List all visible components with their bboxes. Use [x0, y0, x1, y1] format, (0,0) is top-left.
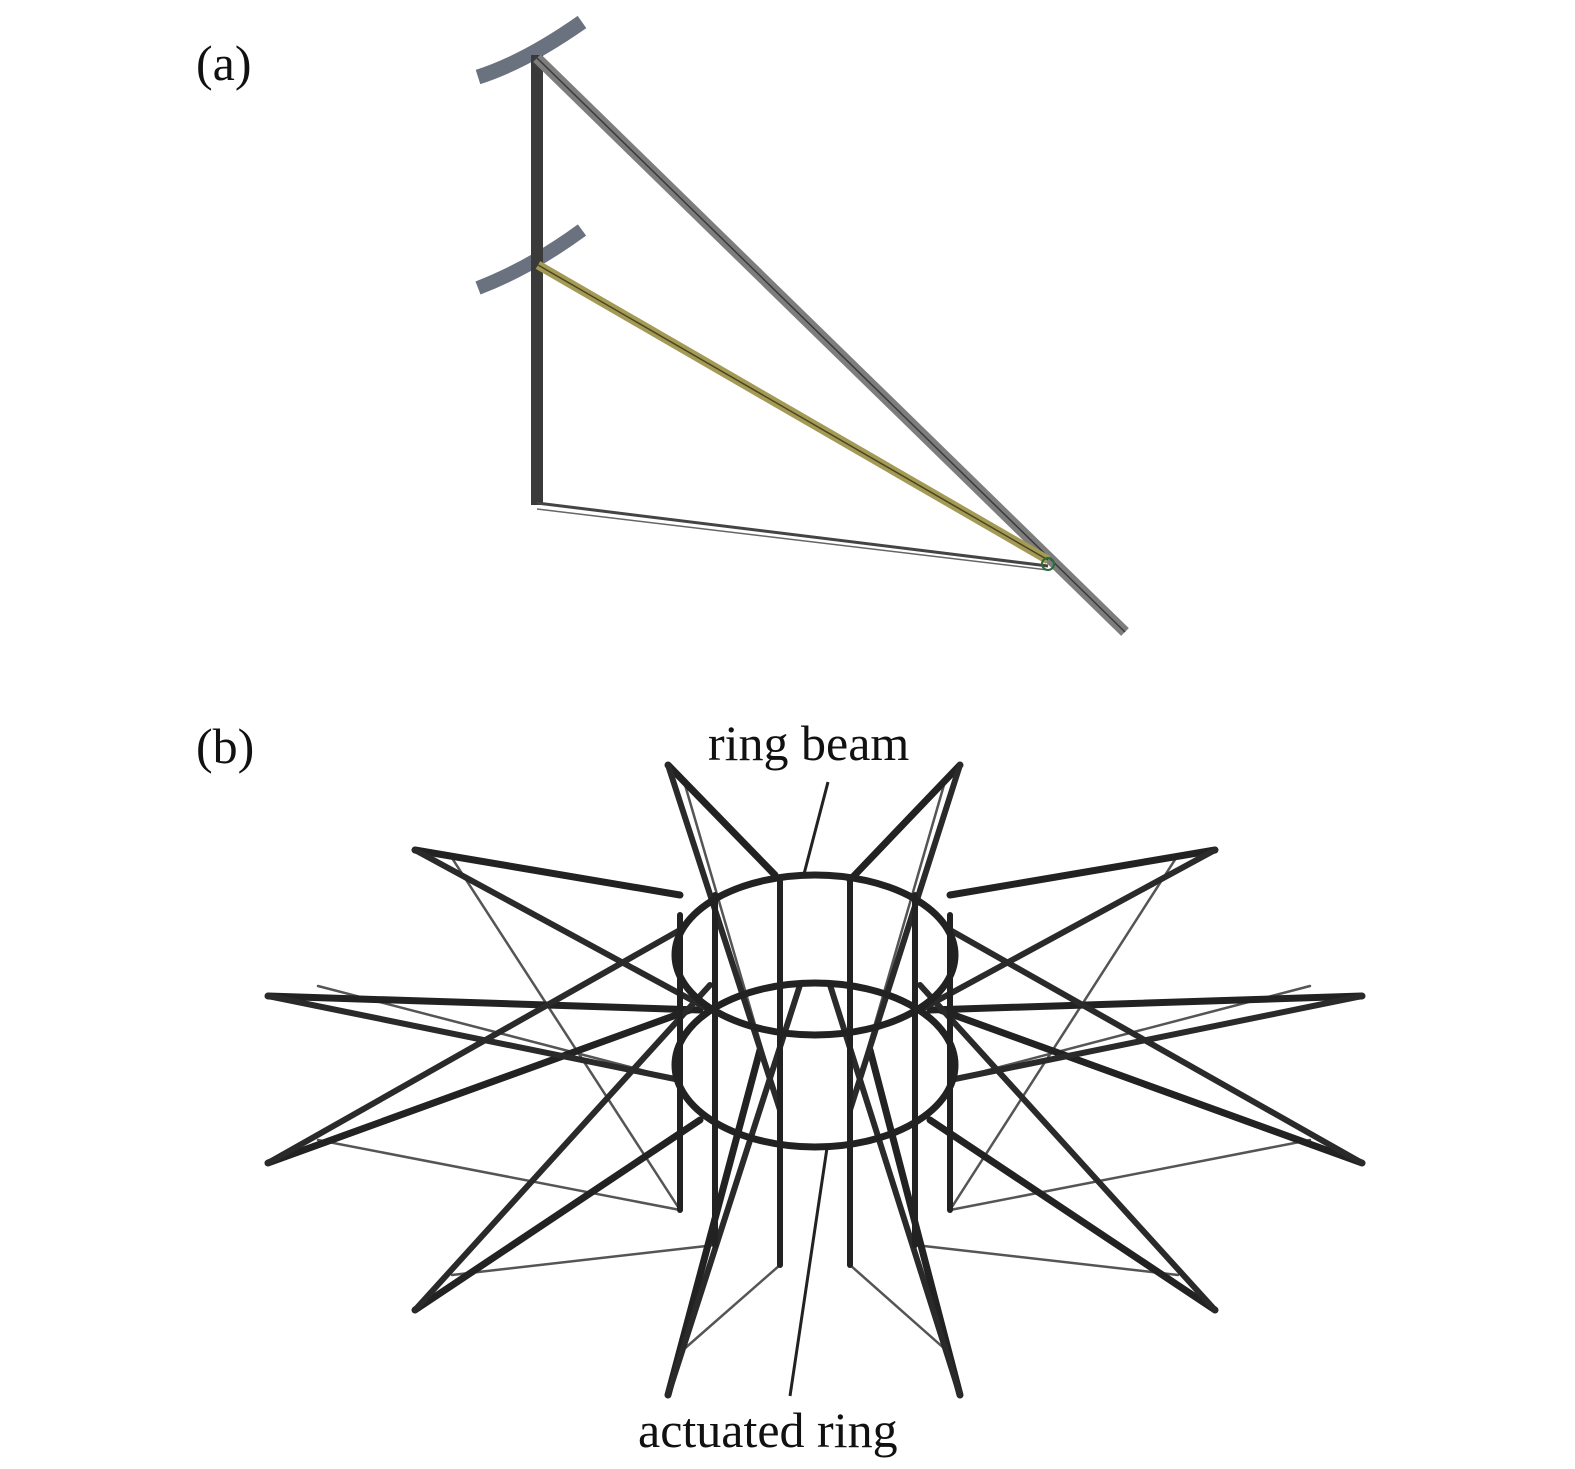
- radial-spoke: [946, 846, 1219, 899]
- radial-spoke: [264, 1006, 694, 1167]
- tension-cable: [948, 1138, 1312, 1212]
- cross-spoke: [412, 982, 713, 1313]
- actuated-ring-label: actuated ring: [638, 1402, 898, 1458]
- ring-beam-label: ring beam: [708, 715, 909, 771]
- cross-spoke: [917, 982, 1218, 1313]
- tension-cable: [681, 1263, 782, 1352]
- panel-a-label: (a): [196, 35, 252, 91]
- radial-spoke: [936, 1006, 1366, 1167]
- upper-pad: [475, 15, 587, 85]
- lower-pad: [475, 224, 587, 295]
- cross-spoke: [947, 993, 1365, 1083]
- radial-spoke: [664, 761, 779, 879]
- tension-cable: [913, 1243, 1180, 1277]
- spoke-group: [264, 761, 1366, 1399]
- radial-spoke: [846, 761, 964, 884]
- radial-spoke: [411, 846, 684, 899]
- radial-spoke: [411, 1116, 704, 1314]
- cross-spoke: [847, 762, 963, 1113]
- panel-b-label: (b): [196, 718, 254, 774]
- actuated-ring-leader: [788, 1147, 829, 1397]
- tension-cable: [450, 1243, 717, 1277]
- panel-b: (b) ring beam actuated ring: [196, 715, 1366, 1458]
- cross-spoke: [265, 927, 683, 1166]
- cross-spoke: [947, 927, 1365, 1166]
- post-group: [677, 875, 953, 1268]
- bottom-cable: [536, 501, 1049, 568]
- tension-cable: [848, 1263, 948, 1352]
- cross-spoke: [665, 762, 783, 1113]
- cross-spoke: [917, 847, 1218, 1013]
- radial-spoke: [264, 992, 704, 1014]
- tension-cable: [948, 853, 1180, 1212]
- cross-spoke: [265, 993, 683, 1083]
- ring-beam: [671, 871, 959, 1039]
- radial-spoke: [926, 1116, 1219, 1314]
- tension-cable: [316, 1138, 682, 1212]
- panel-a: (a): [196, 15, 1129, 636]
- cable-group: [316, 776, 1312, 1352]
- radial-spoke: [926, 992, 1366, 1014]
- cross-spoke: [412, 847, 713, 1013]
- ring-beam-leader: [802, 781, 830, 875]
- tension-cable: [448, 853, 682, 1212]
- joint-node: [1041, 557, 1055, 571]
- actuated-ring: [671, 979, 959, 1151]
